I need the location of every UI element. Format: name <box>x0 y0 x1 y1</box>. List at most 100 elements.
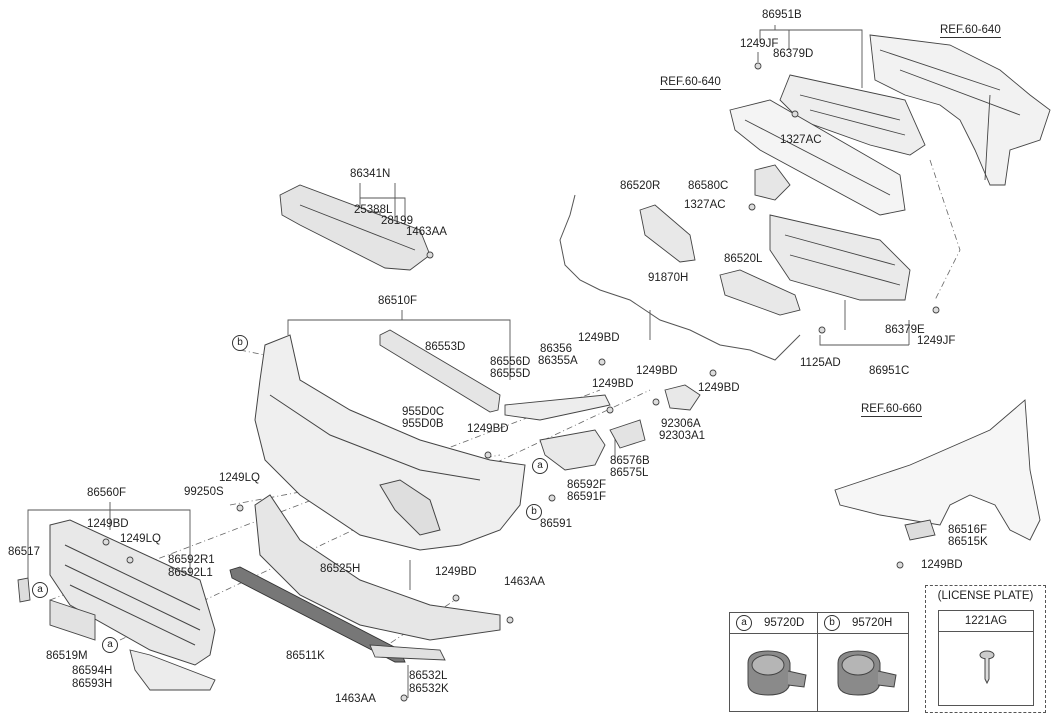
label-86510F: 86510F <box>378 295 418 307</box>
legend-box-b: b 95720H <box>817 612 909 712</box>
label-1249BD-d: 1249BD <box>698 382 740 394</box>
license-plate-title: (LICENSE PLATE) <box>937 590 1034 602</box>
label-28199: 28199 <box>381 215 413 227</box>
label-86355A: 86355A <box>538 355 578 367</box>
label-86576B: 86576B <box>610 455 650 467</box>
alignment-line-5 <box>929 159 961 301</box>
garnish-86556D <box>504 394 611 421</box>
plate-86519M <box>49 599 96 641</box>
label-1249BD-c: 1249BD <box>592 378 634 390</box>
label-92303A1: 92303A1 <box>659 430 706 442</box>
upper-deflector-86951B <box>779 74 926 156</box>
upper-cover-86341N <box>279 184 431 271</box>
bracket-86580C <box>754 164 791 201</box>
label-86525H: 86525H <box>320 563 361 575</box>
alignment-line-4 <box>379 599 456 651</box>
label-86592F: 86592F <box>567 479 607 491</box>
label-1249BD-a: 1249BD <box>578 332 620 344</box>
legend-box-a: a 95720D <box>729 612 819 712</box>
parking-sensor-icon <box>837 650 897 696</box>
label-1249BD-g: 1249BD <box>435 566 477 578</box>
label-1327AC-top: 1327AC <box>780 134 822 146</box>
lower-deflector-86951C <box>769 214 911 301</box>
label-1463AA-bottom: 1463AA <box>335 693 376 705</box>
label-1125AD: 1125AD <box>800 357 841 369</box>
label-86341N: 86341N <box>350 168 391 180</box>
legend-header-a: a 95720D <box>730 613 818 634</box>
label-955D0B: 955D0B <box>402 418 444 430</box>
label-1463AA-mid: 1463AA <box>504 576 545 588</box>
ref-label-2[interactable]: REF.60-640 <box>660 76 721 90</box>
label-1249JF-right: 1249JF <box>917 335 956 347</box>
front-fender <box>834 399 1041 541</box>
label-86580C: 86580C <box>688 180 729 192</box>
callout-a-3: a <box>102 637 118 653</box>
callout-b-1: b <box>232 335 248 351</box>
front-end-carrier <box>869 34 1051 186</box>
strip-86532 <box>369 644 446 661</box>
label-86575L: 86575L <box>610 467 649 479</box>
label-1249BD-b: 1249BD <box>636 365 678 377</box>
legend-part-a: 95720D <box>764 617 805 629</box>
garnish-86594H <box>129 649 216 691</box>
part-86517 <box>17 577 31 603</box>
callout-a-2: a <box>32 582 48 598</box>
label-1249LQ-a: 1249LQ <box>219 472 260 484</box>
bumper-beam-ref <box>729 99 906 216</box>
bracket-86576B <box>609 419 646 449</box>
lower-grille-86525H <box>254 494 501 641</box>
label-1249LQ-b: 1249LQ <box>120 533 161 545</box>
screw-icon <box>979 650 995 685</box>
ref-label-1[interactable]: REF.60-640 <box>940 24 1001 38</box>
label-86555D: 86555D <box>490 368 531 380</box>
label-1249JF-top: 1249JF <box>740 38 779 50</box>
label-955D0C: 955D0C <box>402 406 445 418</box>
legend-letter-a: a <box>736 615 752 631</box>
label-86951B: 86951B <box>762 9 802 21</box>
ref-label-3[interactable]: REF.60-660 <box>861 403 922 417</box>
lip-86511K <box>229 566 406 663</box>
leader-86379E <box>649 310 909 346</box>
callout-a-1: a <box>532 458 548 474</box>
leader-86951B <box>759 25 863 88</box>
license-plate-group: (LICENSE PLATE) 1221AG <box>925 585 1046 713</box>
license-plate-part: 1221AG <box>939 611 1033 632</box>
fastener-set <box>102 62 940 702</box>
label-86520R: 86520R <box>620 180 661 192</box>
alignment-line-6 <box>239 349 266 356</box>
strip-86553D <box>379 329 501 413</box>
label-1327AC-mid: 1327AC <box>684 199 726 211</box>
label-25388L: 25388L <box>354 204 393 216</box>
label-86593H: 86593H <box>72 678 113 690</box>
label-86379E: 86379E <box>885 324 925 336</box>
label-86591: 86591 <box>540 518 572 530</box>
label-86379D: 86379D <box>773 48 814 60</box>
parking-sensor-icon <box>747 650 807 696</box>
callout-b-2: b <box>526 504 542 520</box>
radiator-grille-86560F <box>49 519 216 666</box>
label-86591F: 86591F <box>567 491 607 503</box>
bracket-86516F <box>904 519 936 541</box>
label-86592R1: 86592R1 <box>168 554 215 566</box>
license-plate-box: 1221AG <box>938 610 1034 706</box>
wiring-harness-91870H <box>559 194 801 361</box>
label-1249BD-e: 1249BD <box>467 423 509 435</box>
bracket-86520R <box>639 204 696 263</box>
label-86515K: 86515K <box>948 536 988 548</box>
bracket-86520L <box>719 269 801 316</box>
label-86519M: 86519M <box>46 650 88 662</box>
label-86511K: 86511K <box>286 650 325 662</box>
leader-86951C <box>844 300 910 346</box>
label-92306A: 92306A <box>661 418 701 430</box>
label-1249BD-h: 1249BD <box>921 559 963 571</box>
label-86516F: 86516F <box>948 524 988 536</box>
label-91870H: 91870H <box>648 272 689 284</box>
label-86594H: 86594H <box>72 665 113 677</box>
label-1249BD-f: 1249BD <box>87 518 129 530</box>
alignment-line-1 <box>49 389 601 601</box>
leader-86510F <box>287 310 511 380</box>
label-86520L: 86520L <box>724 253 763 265</box>
label-99250S: 99250S <box>184 486 224 498</box>
label-86592L1: 86592L1 <box>168 567 213 579</box>
